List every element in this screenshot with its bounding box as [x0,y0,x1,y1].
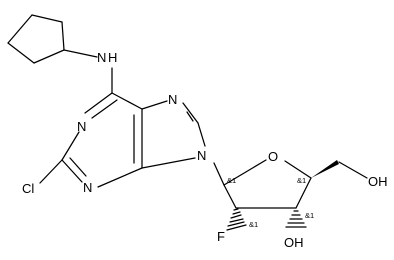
atom-5prime-oh: OH [368,174,388,189]
stereo-label-c2prime: &1 [249,220,258,229]
imidazole-ring [141,100,206,169]
bond-c5prime-oh [338,161,368,179]
cyclopentyl-ring [7,14,65,64]
atom-nh-n: N [97,50,106,65]
atom-cl: Cl [22,181,34,196]
bond-c2-cl [39,159,63,184]
hashed-wedge-oh [285,210,307,228]
stereo-label-c4prime: &1 [297,176,306,185]
stereo-label-c1prime: &1 [227,176,236,185]
atom-ring-oxygen: O [268,149,278,164]
stereo-label-c3prime: &1 [305,211,314,220]
ribose-ring [223,159,312,209]
hashed-wedge-f [226,208,247,231]
bond-cyclopentyl-nh [63,49,98,58]
bond-n9-c1prime [213,162,225,186]
atom-n3: N [83,180,92,195]
pyrimidine-ring [61,92,143,188]
atom-nh-h: H [108,50,117,65]
atom-3prime-oh: OH [284,235,304,250]
atom-n7: N [168,92,177,107]
solid-wedge-c5prime [311,160,339,178]
atom-n1: N [77,119,86,134]
atom-fluorine: F [217,229,225,244]
atom-n9: N [197,148,206,163]
